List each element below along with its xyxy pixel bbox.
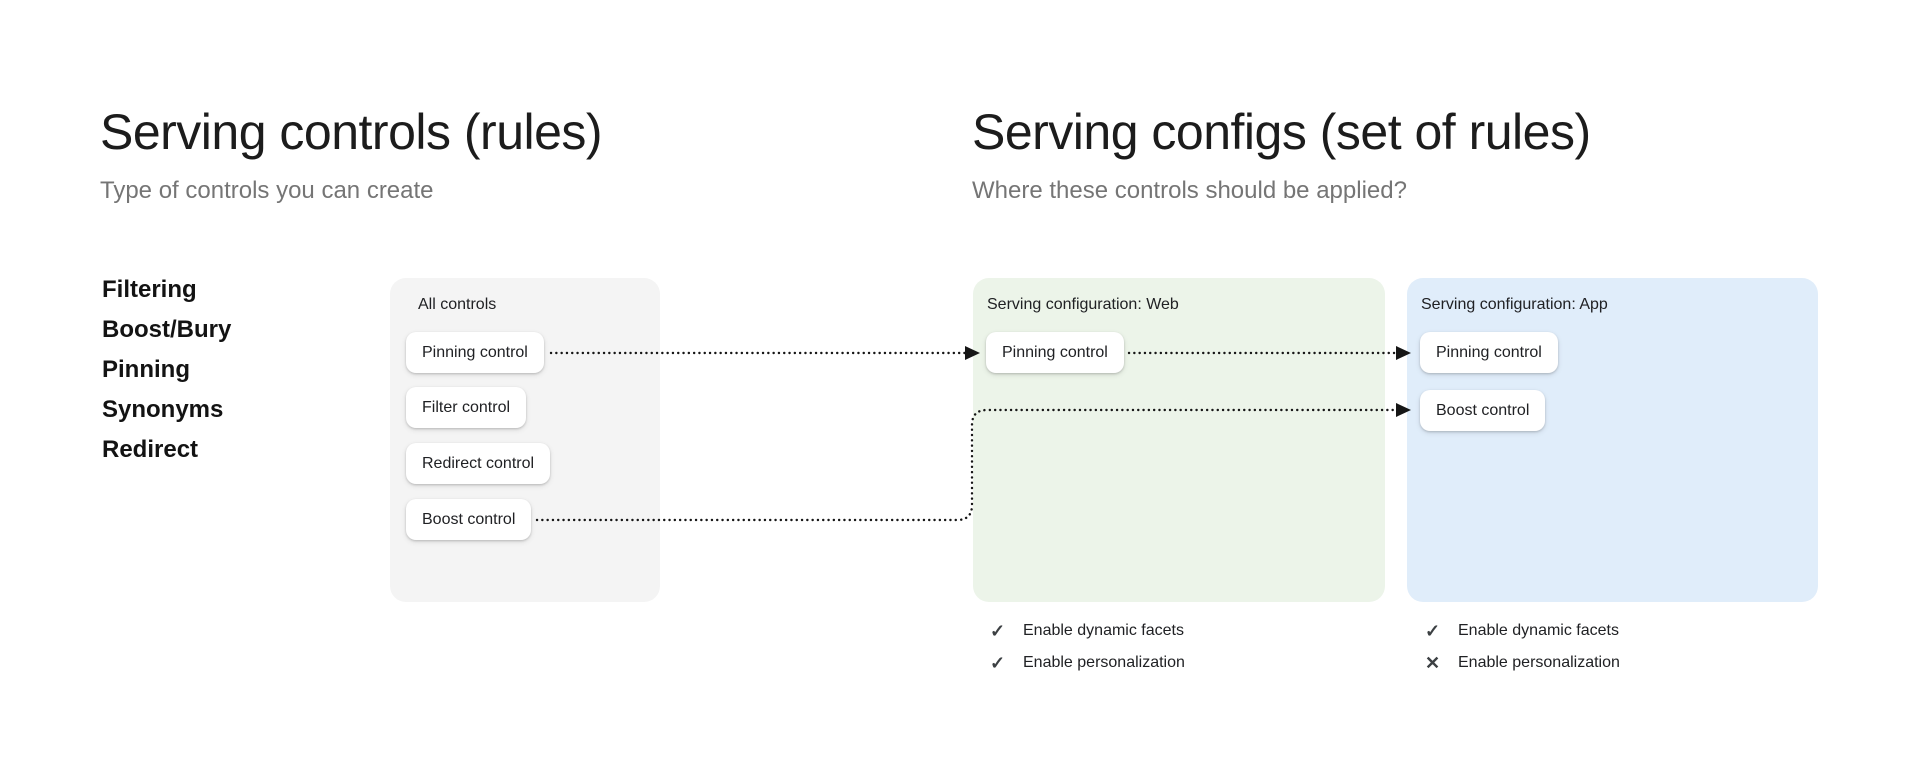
serving-config-web-card: Serving configuration: Web Pinning contr… xyxy=(973,278,1385,602)
control-type-synonyms: Synonyms xyxy=(102,396,224,423)
web-setting-personalization: ✓ Enable personalization xyxy=(990,649,1185,677)
all-controls-card: All controls Pinning control Filter cont… xyxy=(390,278,660,602)
all-controls-card-label: All controls xyxy=(418,296,497,313)
right-section-title: Serving configs (set of rules) xyxy=(972,104,1591,160)
control-type-redirect: Redirect xyxy=(102,436,199,463)
web-settings-list: ✓ Enable dynamic facets ✓ Enable persona… xyxy=(990,617,1185,681)
setting-label: Enable dynamic facets xyxy=(1458,622,1619,639)
left-section-subtitle: Type of controls you can create xyxy=(100,177,434,204)
control-types-list: Filtering Boost/Bury Pinning Synonyms Re… xyxy=(102,270,231,470)
app-chip-boost-control: Boost control xyxy=(1420,390,1546,431)
setting-label: Enable personalization xyxy=(1023,654,1185,671)
app-setting-personalization: ✕ Enable personalization xyxy=(1425,649,1620,677)
chip-filter-control: Filter control xyxy=(406,387,527,428)
web-setting-dynamic-facets: ✓ Enable dynamic facets xyxy=(990,617,1185,645)
check-icon: ✓ xyxy=(1425,620,1441,641)
control-type-boost-bury: Boost/Bury xyxy=(102,316,232,343)
right-section-subtitle: Where these controls should be applied? xyxy=(972,177,1407,204)
cross-icon: ✕ xyxy=(1425,652,1441,673)
serving-config-app-label: Serving configuration: App xyxy=(1421,296,1608,313)
app-chip-pinning-control: Pinning control xyxy=(1420,332,1558,373)
app-setting-dynamic-facets: ✓ Enable dynamic facets xyxy=(1425,617,1620,645)
chip-boost-control: Boost control xyxy=(406,499,532,540)
web-chip-pinning-control: Pinning control xyxy=(986,332,1124,373)
setting-label: Enable personalization xyxy=(1458,654,1620,671)
check-icon: ✓ xyxy=(990,652,1006,673)
check-icon: ✓ xyxy=(990,620,1006,641)
app-settings-list: ✓ Enable dynamic facets ✕ Enable persona… xyxy=(1425,617,1620,681)
serving-config-app-card: Serving configuration: App Pinning contr… xyxy=(1407,278,1818,602)
serving-config-web-label: Serving configuration: Web xyxy=(987,296,1179,313)
left-section-title: Serving controls (rules) xyxy=(100,104,603,160)
chip-pinning-control: Pinning control xyxy=(406,332,544,373)
chip-redirect-control: Redirect control xyxy=(406,443,551,484)
control-type-filtering: Filtering xyxy=(102,276,197,303)
setting-label: Enable dynamic facets xyxy=(1023,622,1184,639)
control-type-pinning: Pinning xyxy=(102,356,190,383)
